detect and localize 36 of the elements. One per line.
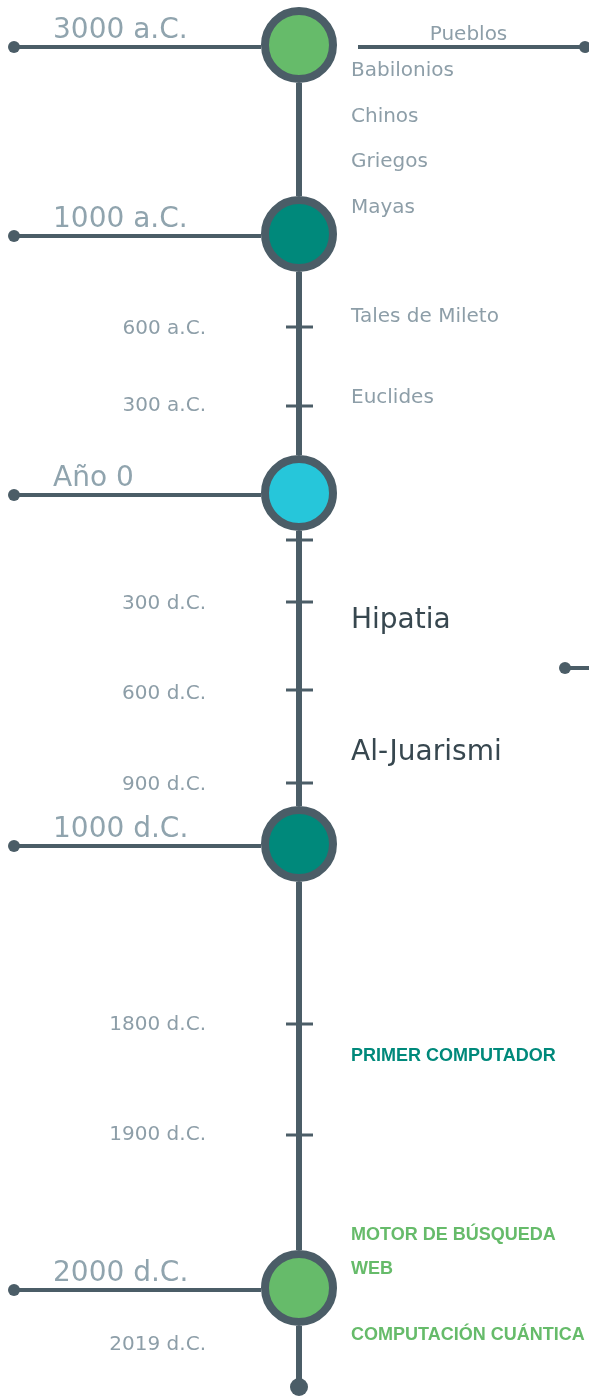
text-label: Babilonios	[351, 57, 454, 81]
timeline-line	[290, 1326, 308, 1396]
year-tick-label: 300 a.C.	[122, 392, 206, 416]
year-tick-label: 600 a.C.	[122, 315, 206, 339]
timeline-line	[8, 41, 261, 53]
timeline-line	[8, 840, 261, 852]
year-tick-label: 2019 d.C.	[109, 1331, 206, 1355]
person-name: Al-Juarismi	[351, 734, 502, 768]
year-tick-label: 1800 d.C.	[109, 1011, 206, 1035]
event-label: PRIMER COMPUTADOR	[351, 1043, 557, 1067]
year-tick-label: 300 d.C.	[122, 590, 206, 614]
event-label: COMPUTACIÓN CUÁNTICA	[351, 1322, 586, 1346]
timeline-line	[358, 41, 589, 53]
timeline-line	[296, 272, 302, 455]
text-label: Euclides	[351, 384, 434, 408]
event-label: MOTOR DE BÚSQUEDA WEB	[351, 1222, 556, 1280]
year-tick-label: 1900 d.C.	[109, 1121, 206, 1145]
year-label: 1000 d.C.	[53, 811, 189, 845]
text-label: Tales de Mileto	[351, 303, 499, 327]
text-label: Mayas	[351, 194, 416, 218]
year-label: Año 0	[53, 460, 134, 494]
edge-label: Pueblos	[429, 21, 508, 45]
timeline-line	[296, 531, 302, 806]
year-label: 1000 a.C.	[53, 201, 188, 235]
year-tick-label: 600 d.C.	[122, 680, 206, 704]
timeline-line	[8, 1284, 261, 1296]
year-tick-label: 900 d.C.	[122, 771, 206, 795]
timeline-line	[296, 882, 302, 1250]
year-label: 2000 d.C.	[53, 1255, 189, 1289]
timeline-line	[8, 489, 261, 501]
timeline-line	[8, 230, 261, 242]
year-label: 3000 a.C.	[53, 12, 188, 46]
person-name: Hipatia	[351, 602, 451, 636]
text-label: Griegos	[351, 148, 428, 172]
text-label: Chinos	[351, 103, 419, 127]
timeline-line	[296, 83, 302, 196]
